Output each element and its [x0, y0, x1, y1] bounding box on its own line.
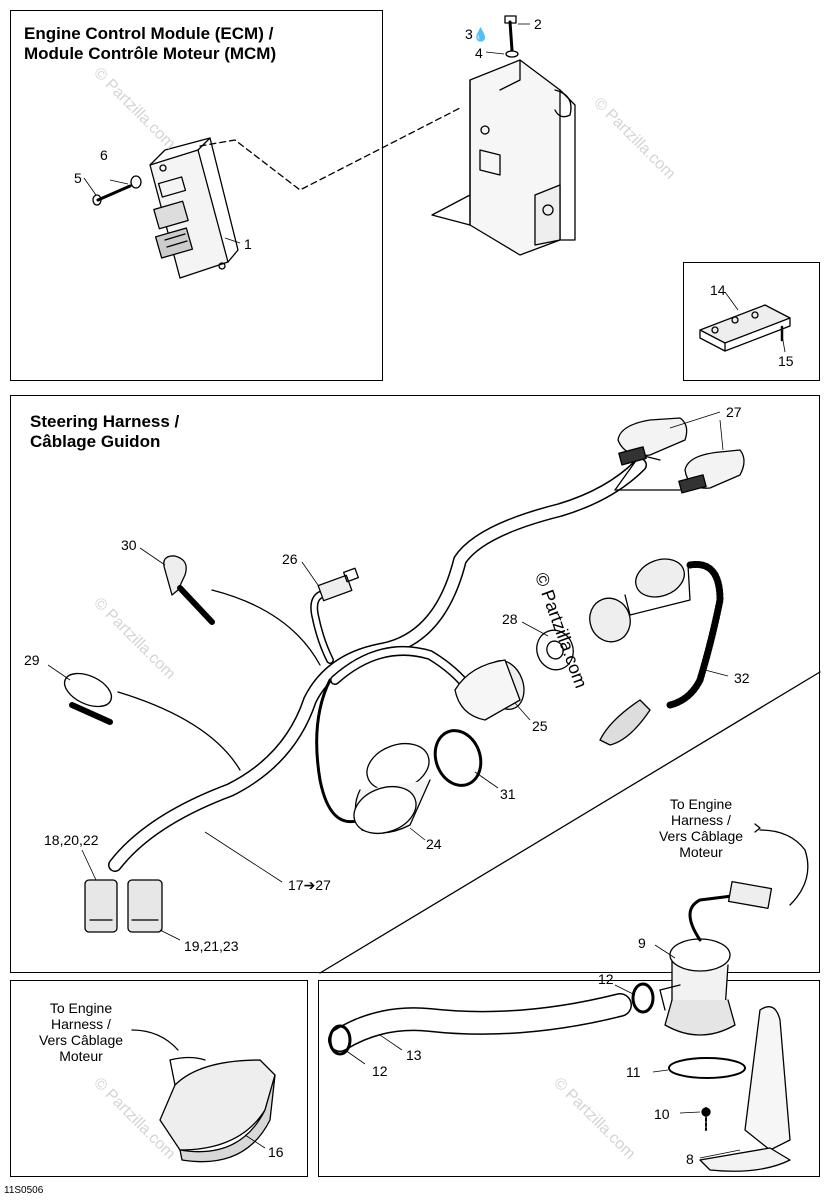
callout-24: 24 [426, 836, 442, 852]
callout-29: 29 [24, 652, 40, 668]
callout-17-27: 17➔27 [288, 877, 331, 893]
bilge-pump-9 [659, 829, 809, 1036]
callout-32: 32 [734, 670, 750, 686]
callout-9: 9 [638, 935, 646, 951]
ring-nut-31 [433, 729, 483, 787]
title-ecm-line2: Module Contrôle Moteur (MCM) [24, 44, 277, 63]
sensor-27-upper [617, 417, 688, 466]
callout-2: 2 [534, 16, 542, 32]
note-line: Harness / [671, 812, 731, 828]
callout-1: 1 [244, 236, 252, 252]
callout-15: 15 [778, 353, 794, 369]
callout-31: 31 [500, 786, 516, 802]
ecm-mounting-bracket [431, 59, 576, 256]
note-to-engine-harness-left: To Engine Harness / Vers Câblage Moteur [28, 1000, 134, 1064]
callout-30: 30 [121, 537, 137, 553]
plate-14 [699, 304, 791, 352]
panel-bilge-pump [318, 980, 820, 1177]
clamp-11 [668, 1057, 746, 1079]
diagram-code: 11S0506 [4, 1185, 44, 1196]
callout-5: 5 [74, 170, 82, 186]
callout-18-20-22: 18,20,22 [44, 832, 99, 848]
callout-6: 6 [100, 147, 108, 163]
washer-28 [536, 629, 574, 671]
panel-ecm [10, 10, 383, 381]
connector-18 [84, 879, 118, 933]
callout-3-label: 3 [465, 26, 473, 42]
ecm-module [149, 137, 239, 279]
callout-13: 13 [406, 1047, 422, 1063]
washer-6 [130, 175, 142, 189]
title-ecm-line1: Engine Control Module (ECM) / [24, 24, 274, 43]
callout-28: 28 [502, 611, 518, 627]
panel-bracket-plate [683, 262, 820, 381]
callout-19-21-23: 19,21,23 [184, 938, 239, 954]
key-switch-25 [454, 659, 525, 721]
note-line: To Engine [669, 796, 733, 812]
panel-steering-harness [10, 395, 820, 973]
callout-12-left: 12 [372, 1063, 388, 1079]
pump-bracket-8 [699, 1006, 791, 1172]
bolt-2 [508, 20, 514, 52]
callout-14: 14 [710, 282, 726, 298]
note-line: Vers Câblage [38, 1032, 124, 1048]
hose-clamp-12-left [328, 1024, 352, 1056]
sensor-27-lower [678, 449, 745, 494]
hose-clamp-12-right [631, 982, 655, 1014]
washer-4 [505, 50, 519, 58]
sensor-26 [317, 567, 359, 602]
note-line: Harness / [51, 1016, 111, 1032]
callout-10: 10 [654, 1106, 670, 1122]
note-line: To Engine [49, 1000, 113, 1016]
connector-cover-16 [159, 1056, 276, 1163]
callout-16: 16 [268, 1144, 284, 1160]
screw-5 [92, 184, 132, 206]
note-to-engine-harness-right: To Engine Harness / Vers Câblage Moteur [648, 796, 754, 860]
connector-19 [127, 879, 163, 933]
callout-26: 26 [282, 551, 298, 567]
callout-3: 3💧 [465, 26, 489, 43]
gauge-24 [353, 742, 431, 835]
note-line: Vers Câblage [658, 828, 744, 844]
ecm-bracket-dashed-link [199, 107, 461, 191]
callout-11: 11 [626, 1064, 641, 1080]
title-steering-line1: Steering Harness / [30, 412, 180, 431]
section-divider-line [319, 671, 821, 974]
callout-8: 8 [686, 1151, 694, 1167]
lanyard-key-32 [589, 558, 724, 746]
panel-connector-cover [10, 980, 308, 1177]
clamp-29 [63, 672, 113, 725]
callout-25: 25 [532, 718, 548, 734]
cable-tie-30 [163, 555, 215, 625]
title-steering-line2: Câblage Guidon [30, 432, 161, 451]
drop-icon: 💧 [472, 27, 489, 42]
note-line: Moteur [679, 844, 723, 860]
callout-4: 4 [475, 45, 483, 61]
callout-27: 27 [726, 404, 742, 420]
callout-12-right: 12 [598, 971, 614, 987]
note-line: Moteur [59, 1048, 103, 1064]
